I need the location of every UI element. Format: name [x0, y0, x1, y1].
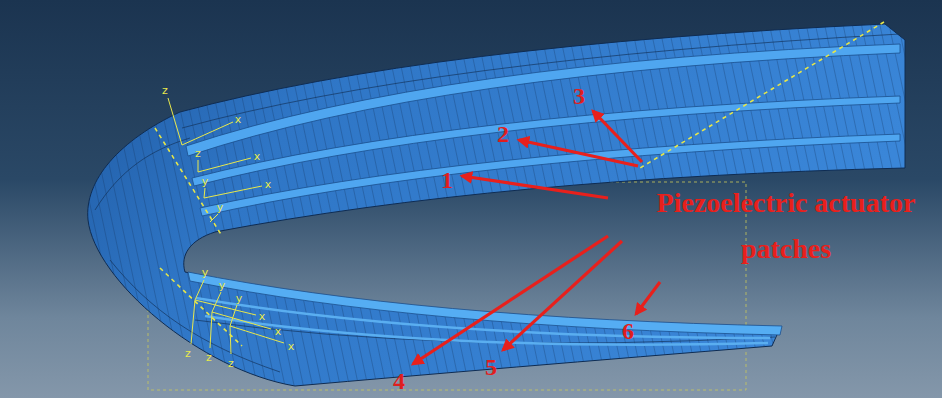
axis-label: x [288, 341, 295, 352]
axis-label: z [228, 358, 234, 369]
axis-label: x [254, 151, 261, 162]
axis-label: x [275, 326, 282, 337]
axis-label: x [235, 114, 242, 125]
callout-number: 4 [393, 369, 405, 393]
axis-label: z [185, 348, 191, 359]
callout-number: 2 [497, 122, 509, 146]
axis-label: y [202, 267, 209, 278]
datum-lines [155, 22, 884, 346]
axis-label: z [195, 148, 201, 159]
axis-label: z [162, 85, 168, 96]
callout-text: Piezoelectric actuator patches [636, 180, 936, 272]
axis-label: x [259, 311, 266, 322]
axis-label: y [202, 176, 209, 187]
axis-label: y [236, 293, 243, 304]
axis-label: z [206, 352, 212, 363]
callout-number: 1 [441, 168, 453, 192]
axis-label: x [265, 179, 272, 190]
callout-number: 5 [485, 355, 497, 379]
axis-label: y [219, 280, 226, 291]
callout-number: 3 [573, 84, 585, 108]
coordinate-triads [168, 98, 284, 354]
leader-arrows [413, 111, 660, 364]
axis-label: y [217, 202, 224, 213]
callout-number: 6 [622, 319, 634, 343]
